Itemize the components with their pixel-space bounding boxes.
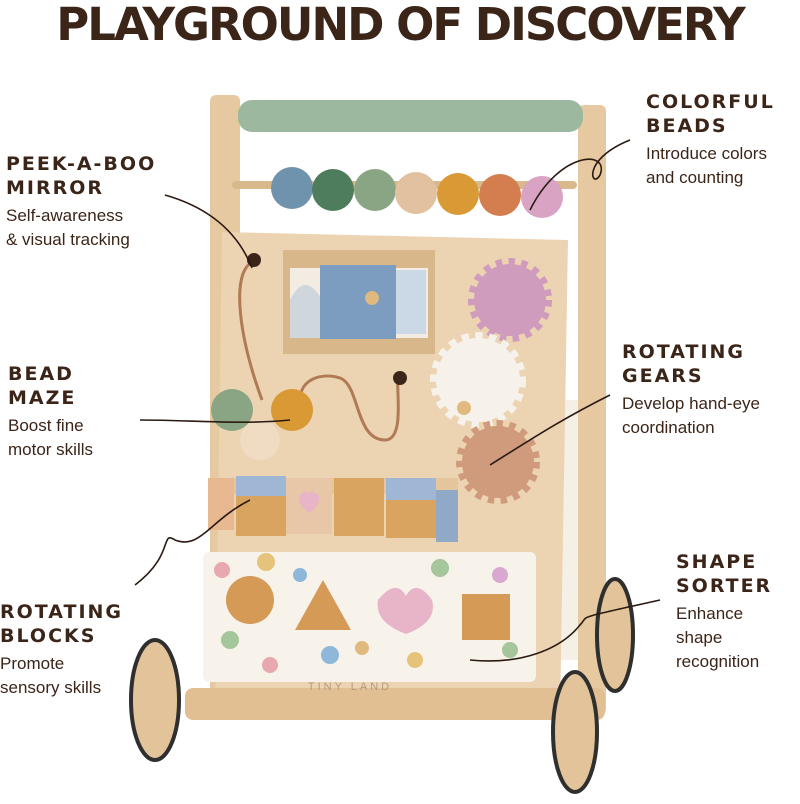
callout-description: Enhance shape recognition (676, 604, 760, 671)
square-hole (462, 594, 510, 640)
mirror-door-side (396, 270, 426, 334)
dot (214, 562, 230, 578)
heart-icon (299, 491, 319, 513)
dot (502, 642, 518, 658)
circle-hole (226, 576, 274, 624)
colorful-beads (271, 167, 563, 218)
dot (262, 657, 278, 673)
callout-description: Self-awareness & visual tracking (6, 206, 130, 249)
callout-description: Develop hand-eye coordination (622, 394, 760, 437)
dot (257, 553, 275, 571)
dot (407, 652, 423, 668)
callout-description: Promote sensory skills (0, 654, 102, 697)
wheel-front-left (129, 638, 181, 762)
page-title: PLAYGROUND OF DISCOVERY (56, 0, 745, 51)
gear-white (430, 332, 526, 428)
dot (431, 559, 449, 577)
callout-heading: COLORFUL BEADS (646, 91, 775, 137)
bead (271, 167, 313, 209)
block-stripe (236, 476, 286, 496)
wheels (129, 577, 635, 794)
callout-heading: ROTATING GEARS (622, 341, 746, 387)
bead (312, 169, 354, 211)
maze-bead (211, 389, 253, 431)
rotating-gears (430, 258, 552, 504)
callout-description: Introduce colors and counting (646, 144, 767, 187)
callout-heading: SHAPE SORTER (676, 551, 773, 597)
pointer-mirror (164, 194, 253, 269)
shape-sorter (203, 552, 536, 682)
maze-bead (240, 420, 280, 460)
callout-maze: BEAD MAZE Boost fine motor skills (8, 362, 93, 462)
mirror-door (320, 265, 396, 339)
pointer-maze (139, 419, 291, 424)
pointer-blocks (134, 499, 251, 586)
right-post (578, 105, 606, 715)
brand-logo: TINY LAND (308, 681, 392, 693)
maze-wire (238, 260, 400, 442)
bead (437, 173, 479, 215)
dot (492, 567, 508, 583)
door-knob (365, 291, 379, 305)
handle-bar (238, 100, 583, 132)
bead (395, 172, 437, 214)
callout-mirror: PEEK-A-BOO MIRROR Self-awareness & visua… (6, 152, 156, 252)
peek-a-boo-mirror (283, 250, 435, 354)
callout-gears: ROTATING GEARS Develop hand-eye coordina… (622, 340, 760, 440)
callout-pointers (134, 139, 661, 662)
dot (321, 646, 339, 664)
dot (221, 631, 239, 649)
rotating-blocks (208, 476, 458, 542)
callout-description: Boost fine motor skills (8, 416, 94, 459)
block-stripe (386, 478, 436, 500)
heart-shape (377, 587, 433, 634)
block-end (208, 478, 234, 530)
pointer-beads (529, 139, 631, 211)
callout-heading: BEAD MAZE (8, 363, 77, 409)
wheel-back-right (595, 577, 635, 693)
gear-pink (468, 258, 552, 342)
wire-anchor (393, 371, 407, 385)
block-end (436, 490, 458, 542)
callout-sorter: SHAPE SORTER Enhance shape recognition (676, 550, 772, 674)
triangle-hole (295, 580, 351, 630)
bead (354, 169, 396, 211)
maze-bead (271, 389, 313, 431)
gear-terracotta (456, 420, 540, 504)
callout-heading: PEEK-A-BOO MIRROR (6, 153, 157, 199)
mirror-face (290, 285, 322, 338)
callout-beads: COLORFUL BEADS Introduce colors and coun… (646, 90, 775, 190)
bead (479, 174, 521, 216)
callout-blocks: ROTATING BLOCKS Promote sensory skills (0, 600, 123, 700)
gear-peg (457, 401, 471, 415)
callout-heading: ROTATING BLOCKS (0, 601, 124, 647)
wheel-front-right (551, 670, 599, 794)
pointer-sorter (469, 599, 661, 662)
sorter-box (203, 552, 536, 682)
bead-maze (211, 253, 407, 460)
bottom-rail (185, 688, 605, 720)
block (334, 478, 384, 536)
sorter-peg (355, 641, 369, 655)
dot (293, 568, 307, 582)
bead (521, 176, 563, 218)
pointer-gears (489, 394, 611, 466)
